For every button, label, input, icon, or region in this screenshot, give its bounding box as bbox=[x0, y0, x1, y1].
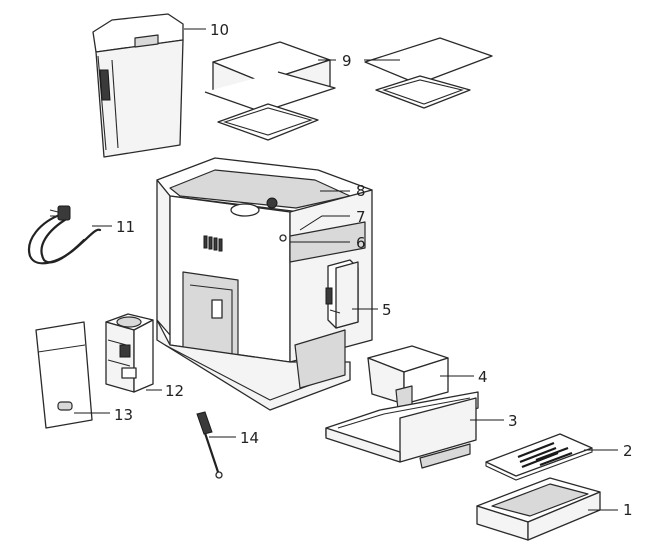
grounds-container bbox=[367, 345, 449, 411]
cup-tray-lids bbox=[204, 37, 493, 141]
callout-10: 10 bbox=[210, 21, 229, 39]
vent-slots bbox=[203, 235, 223, 252]
callout-4: 4 bbox=[478, 368, 488, 386]
callout-9: 9 bbox=[342, 52, 352, 70]
callout-11: 11 bbox=[116, 218, 135, 236]
side-cover bbox=[35, 321, 93, 429]
water-tank bbox=[92, 13, 184, 158]
callout-8: 8 bbox=[356, 182, 366, 200]
drip-grid bbox=[485, 433, 593, 481]
callout-6: 6 bbox=[356, 234, 366, 252]
callout-5: 5 bbox=[382, 301, 392, 319]
callout-3: 3 bbox=[508, 412, 518, 430]
brew-unit bbox=[105, 313, 154, 393]
leader-lines bbox=[74, 28, 618, 511]
coffee-spout bbox=[325, 259, 359, 329]
callout-12: 12 bbox=[165, 382, 184, 400]
callout-13: 13 bbox=[114, 406, 133, 424]
callout-2: 2 bbox=[623, 442, 633, 460]
callout-numbers: 1 2 3 4 5 6 7 8 9 10 11 12 13 14 bbox=[114, 21, 633, 519]
callout-1: 1 bbox=[623, 501, 633, 519]
power-cable bbox=[27, 205, 102, 265]
callout-7: 7 bbox=[356, 208, 366, 226]
drip-tray bbox=[325, 391, 479, 469]
inner-drip-tray bbox=[476, 477, 601, 541]
cleaning-brush bbox=[196, 411, 223, 479]
callout-14: 14 bbox=[240, 429, 259, 447]
